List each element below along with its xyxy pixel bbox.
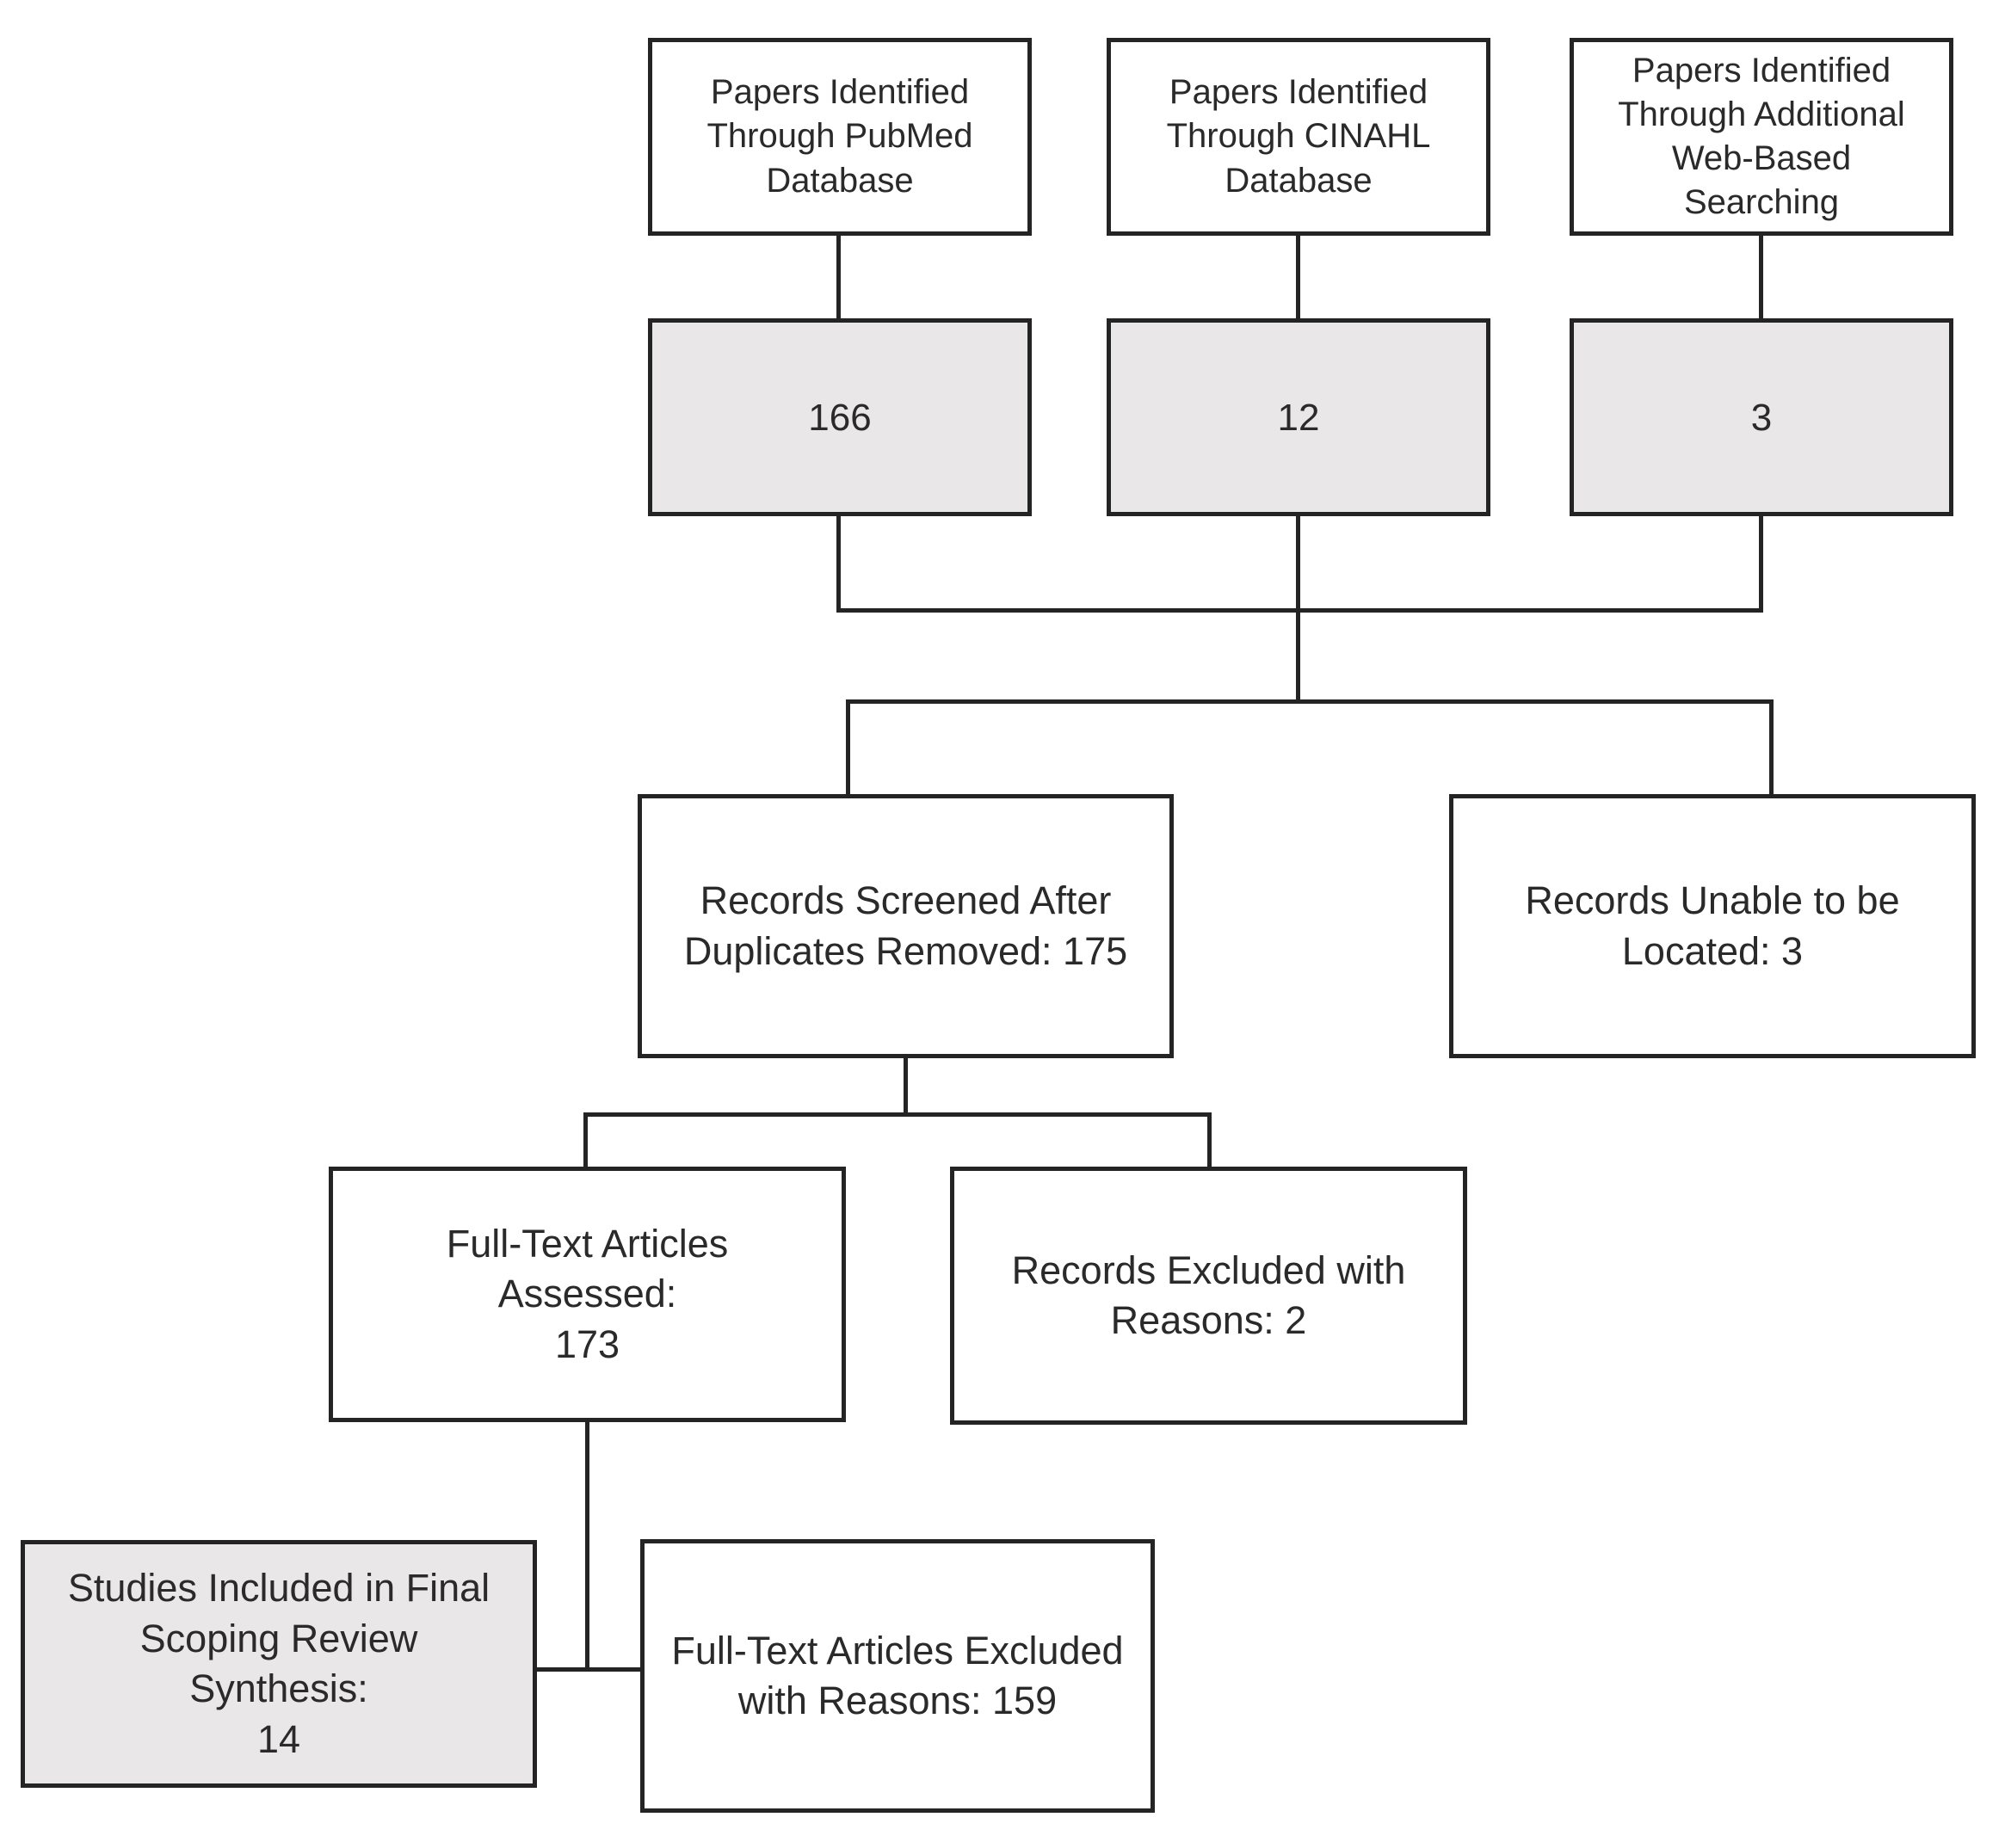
node-fulltext-excluded-label: Full-Text Articles Excluded with Reasons… — [671, 1628, 1124, 1723]
node-records-screened-label: Records Screened After Duplicates Remove… — [683, 878, 1128, 973]
node-studies-included: Studies Included in Final Scoping Review… — [21, 1540, 537, 1788]
connector-cinahl-to-count — [1296, 236, 1300, 318]
connector-count-cinahl-down — [1296, 516, 1300, 613]
node-records-screened: Records Screened After Duplicates Remove… — [638, 794, 1174, 1058]
connector-to-excluded — [1207, 1117, 1212, 1167]
connector-merge-horizontal — [836, 608, 1763, 613]
node-papers-web-label: Papers Identified Through Additional Web… — [1618, 51, 1905, 222]
connector-web-to-count — [1759, 236, 1763, 318]
connector-count-pubmed-down — [836, 516, 841, 613]
node-count-cinahl: 12 — [1107, 318, 1490, 516]
node-fulltext-assessed: Full-Text Articles Assessed: 173 — [329, 1167, 846, 1422]
connector-to-screened — [846, 704, 850, 794]
node-count-cinahl-value: 12 — [1277, 396, 1320, 439]
node-count-pubmed: 166 — [648, 318, 1032, 516]
node-count-web: 3 — [1570, 318, 1953, 516]
connector-screened-split-horizontal — [583, 1112, 1212, 1117]
connector-assessed-down — [585, 1422, 589, 1672]
connector-merge-down — [1296, 613, 1300, 699]
connector-count-web-down — [1759, 516, 1763, 613]
node-studies-included-label: Studies Included in Final Scoping Review… — [67, 1566, 490, 1761]
node-count-pubmed-value: 166 — [808, 396, 872, 439]
node-papers-web: Papers Identified Through Additional Web… — [1570, 38, 1953, 236]
connector-pubmed-to-count — [836, 236, 841, 318]
node-papers-cinahl: Papers Identified Through CINAHL Databas… — [1107, 38, 1490, 236]
node-papers-pubmed: Papers Identified Through PubMed Databas… — [648, 38, 1032, 236]
node-count-web-value: 3 — [1750, 396, 1773, 439]
connector-screened-down — [904, 1058, 908, 1112]
connector-bottom-horizontal — [537, 1667, 644, 1672]
node-records-excluded: Records Excluded with Reasons: 2 — [950, 1167, 1467, 1425]
node-records-unable-label: Records Unable to be Located: 3 — [1525, 878, 1900, 973]
node-fulltext-excluded: Full-Text Articles Excluded with Reasons… — [640, 1539, 1155, 1813]
connector-split-horizontal — [846, 699, 1774, 704]
connector-to-assessed — [583, 1117, 588, 1167]
node-papers-pubmed-label: Papers Identified Through PubMed Databas… — [706, 73, 973, 200]
node-fulltext-assessed-label: Full-Text Articles Assessed: 173 — [446, 1221, 729, 1366]
node-records-unable: Records Unable to be Located: 3 — [1449, 794, 1976, 1058]
node-papers-cinahl-label: Papers Identified Through CINAHL Databas… — [1166, 73, 1431, 200]
connector-to-unable — [1769, 704, 1774, 794]
node-records-excluded-label: Records Excluded with Reasons: 2 — [1011, 1247, 1406, 1343]
